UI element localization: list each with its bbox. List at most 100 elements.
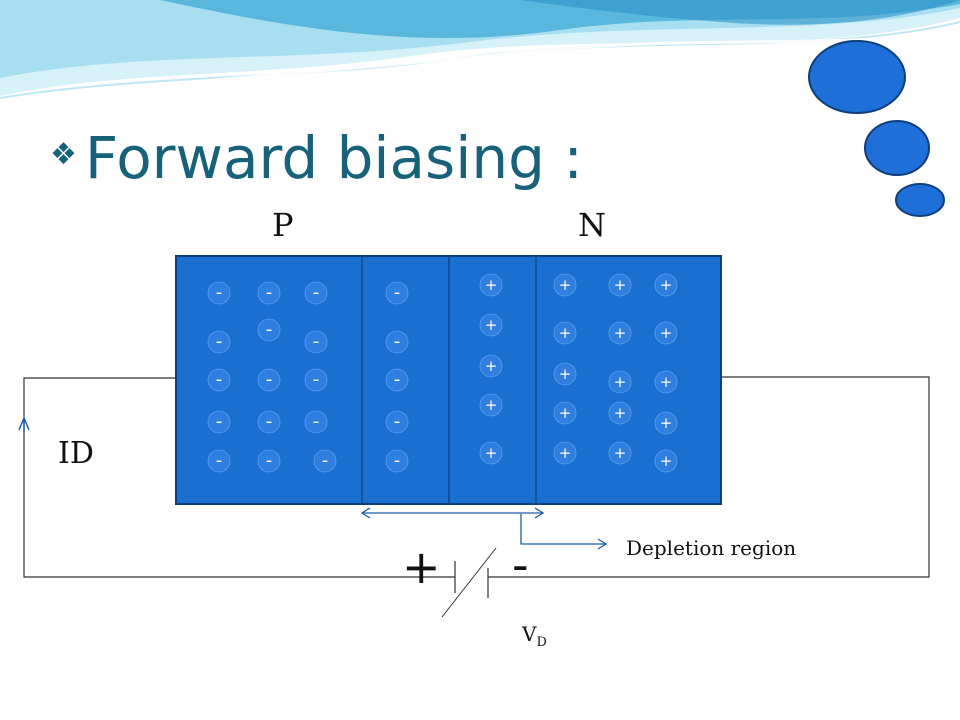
positive-ion-symbol: +: [485, 276, 498, 294]
depletion-width-arrow: [360, 507, 545, 519]
negative-ion-symbol: -: [394, 331, 401, 352]
negative-ion-symbol: -: [216, 282, 223, 303]
negative-ion: -: [207, 330, 231, 354]
negative-ion-symbol: -: [313, 369, 320, 390]
positive-ion: +: [479, 313, 503, 337]
negative-ion-symbol: -: [216, 411, 223, 432]
p-region-label: P: [272, 206, 294, 244]
positive-ion: +: [479, 273, 503, 297]
voltage-label: VD: [522, 622, 547, 650]
positive-ion-symbol: +: [485, 396, 498, 414]
negative-ion: -: [304, 281, 328, 305]
negative-ion: -: [385, 368, 409, 392]
charge-carriers: --------------------++++++++++++++++++++: [207, 273, 678, 473]
positive-ion-symbol: +: [614, 276, 627, 294]
positive-ion-symbol: +: [559, 444, 572, 462]
negative-ion-symbol: -: [313, 331, 320, 352]
positive-ion-symbol: +: [485, 357, 498, 375]
negative-ion-symbol: -: [266, 282, 273, 303]
positive-ion-symbol: +: [614, 404, 627, 422]
negative-ion: -: [207, 281, 231, 305]
positive-ion: +: [654, 273, 678, 297]
header-waves: [0, 0, 960, 104]
positive-ion-symbol: +: [614, 324, 627, 342]
positive-ion-symbol: +: [559, 404, 572, 422]
diamond-bullet-icon: ❖: [50, 136, 77, 172]
current-arrow: [18, 416, 30, 432]
positive-ion-symbol: +: [485, 444, 498, 462]
negative-ion: -: [304, 330, 328, 354]
negative-ion: -: [207, 368, 231, 392]
positive-ion: +: [654, 449, 678, 473]
negative-ion: -: [313, 449, 337, 473]
positive-ion: +: [654, 321, 678, 345]
positive-ion-symbol: +: [614, 444, 627, 462]
voltage-label-subscript: D: [536, 635, 547, 650]
negative-ion: -: [385, 281, 409, 305]
negative-ion-symbol: -: [394, 411, 401, 432]
positive-ion: +: [654, 411, 678, 435]
positive-ion: +: [608, 321, 632, 345]
negative-ion-symbol: -: [394, 369, 401, 390]
positive-ion: +: [479, 354, 503, 378]
positive-ion: +: [479, 393, 503, 417]
negative-ion-symbol: -: [216, 331, 223, 352]
negative-ion-symbol: -: [266, 450, 273, 471]
positive-ion: +: [553, 273, 577, 297]
positive-ion: +: [654, 370, 678, 394]
positive-ion-symbol: +: [614, 373, 627, 391]
negative-ion: -: [257, 449, 281, 473]
positive-ion: +: [553, 401, 577, 425]
negative-ion-symbol: -: [394, 282, 401, 303]
thought-bubble-icon: [808, 40, 945, 217]
negative-ion-symbol: -: [313, 411, 320, 432]
negative-ion: -: [257, 281, 281, 305]
positive-ion: +: [479, 441, 503, 465]
positive-ion-symbol: +: [660, 452, 673, 470]
circuit-wire: [23, 376, 930, 618]
negative-ion-symbol: -: [266, 411, 273, 432]
negative-ion: -: [207, 410, 231, 434]
negative-ion: -: [385, 330, 409, 354]
negative-ion: -: [257, 318, 281, 342]
negative-ion: -: [385, 449, 409, 473]
negative-ion-symbol: -: [394, 450, 401, 471]
positive-ion: +: [608, 441, 632, 465]
n-region-label: N: [578, 206, 606, 244]
positive-ion-symbol: +: [559, 324, 572, 342]
negative-ion: -: [385, 410, 409, 434]
negative-ion-symbol: -: [313, 282, 320, 303]
voltage-label-main: V: [522, 622, 537, 646]
current-label: ID: [58, 436, 94, 471]
positive-ion-symbol: +: [485, 316, 498, 334]
positive-ion-symbol: +: [660, 373, 673, 391]
positive-ion: +: [608, 273, 632, 297]
positive-ion-symbol: +: [559, 276, 572, 294]
positive-ion: +: [553, 362, 577, 386]
positive-ion: +: [553, 441, 577, 465]
positive-ion-symbol: +: [660, 276, 673, 294]
positive-ion-symbol: +: [559, 365, 572, 383]
positive-ion: +: [553, 321, 577, 345]
negative-ion-symbol: -: [216, 450, 223, 471]
region-dividers: [361, 256, 537, 504]
negative-ion-symbol: -: [322, 450, 329, 471]
battery-positive-label: +: [402, 540, 441, 594]
negative-ion: -: [257, 410, 281, 434]
negative-ion: -: [257, 368, 281, 392]
negative-ion: -: [304, 368, 328, 392]
positive-ion-symbol: +: [660, 414, 673, 432]
positive-ion-symbol: +: [660, 324, 673, 342]
positive-ion: +: [608, 370, 632, 394]
battery-negative-label: -: [512, 538, 529, 592]
slide-title-text: Forward biasing :: [84, 124, 583, 192]
negative-ion: -: [304, 410, 328, 434]
depletion-pointer-arrow: [520, 514, 608, 550]
negative-ion: -: [207, 449, 231, 473]
negative-ion-symbol: -: [266, 369, 273, 390]
slide-title: ❖ Forward biasing :: [50, 118, 583, 198]
positive-ion: +: [608, 401, 632, 425]
depletion-region-label: Depletion region: [626, 536, 797, 560]
negative-ion-symbol: -: [266, 319, 273, 340]
